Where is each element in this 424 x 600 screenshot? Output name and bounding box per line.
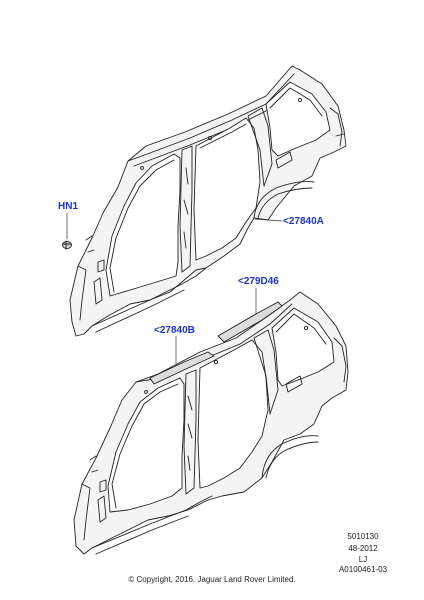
leader-lines (66, 212, 283, 365)
callout-279d46[interactable]: <279D46 (238, 276, 279, 287)
copyright-notice: © Copyright, 2016. Jaguar Land Rover Lim… (128, 575, 296, 584)
callout-27840b[interactable]: <27840B (154, 325, 195, 336)
callout-hn1[interactable]: HN1 (58, 201, 79, 212)
lower-body-side-panel (73, 291, 349, 555)
meta-model: LJ (358, 555, 368, 564)
meta-code: 5010130 (347, 532, 379, 541)
leader-27840a (254, 218, 283, 222)
upper-body-side-panel (69, 65, 347, 337)
hn1-fastener (62, 240, 72, 250)
meta-reference: A0100461-03 (338, 565, 388, 574)
callout-27840a[interactable]: <27840A (283, 216, 324, 227)
meta-date: 48-2012 (348, 544, 378, 553)
